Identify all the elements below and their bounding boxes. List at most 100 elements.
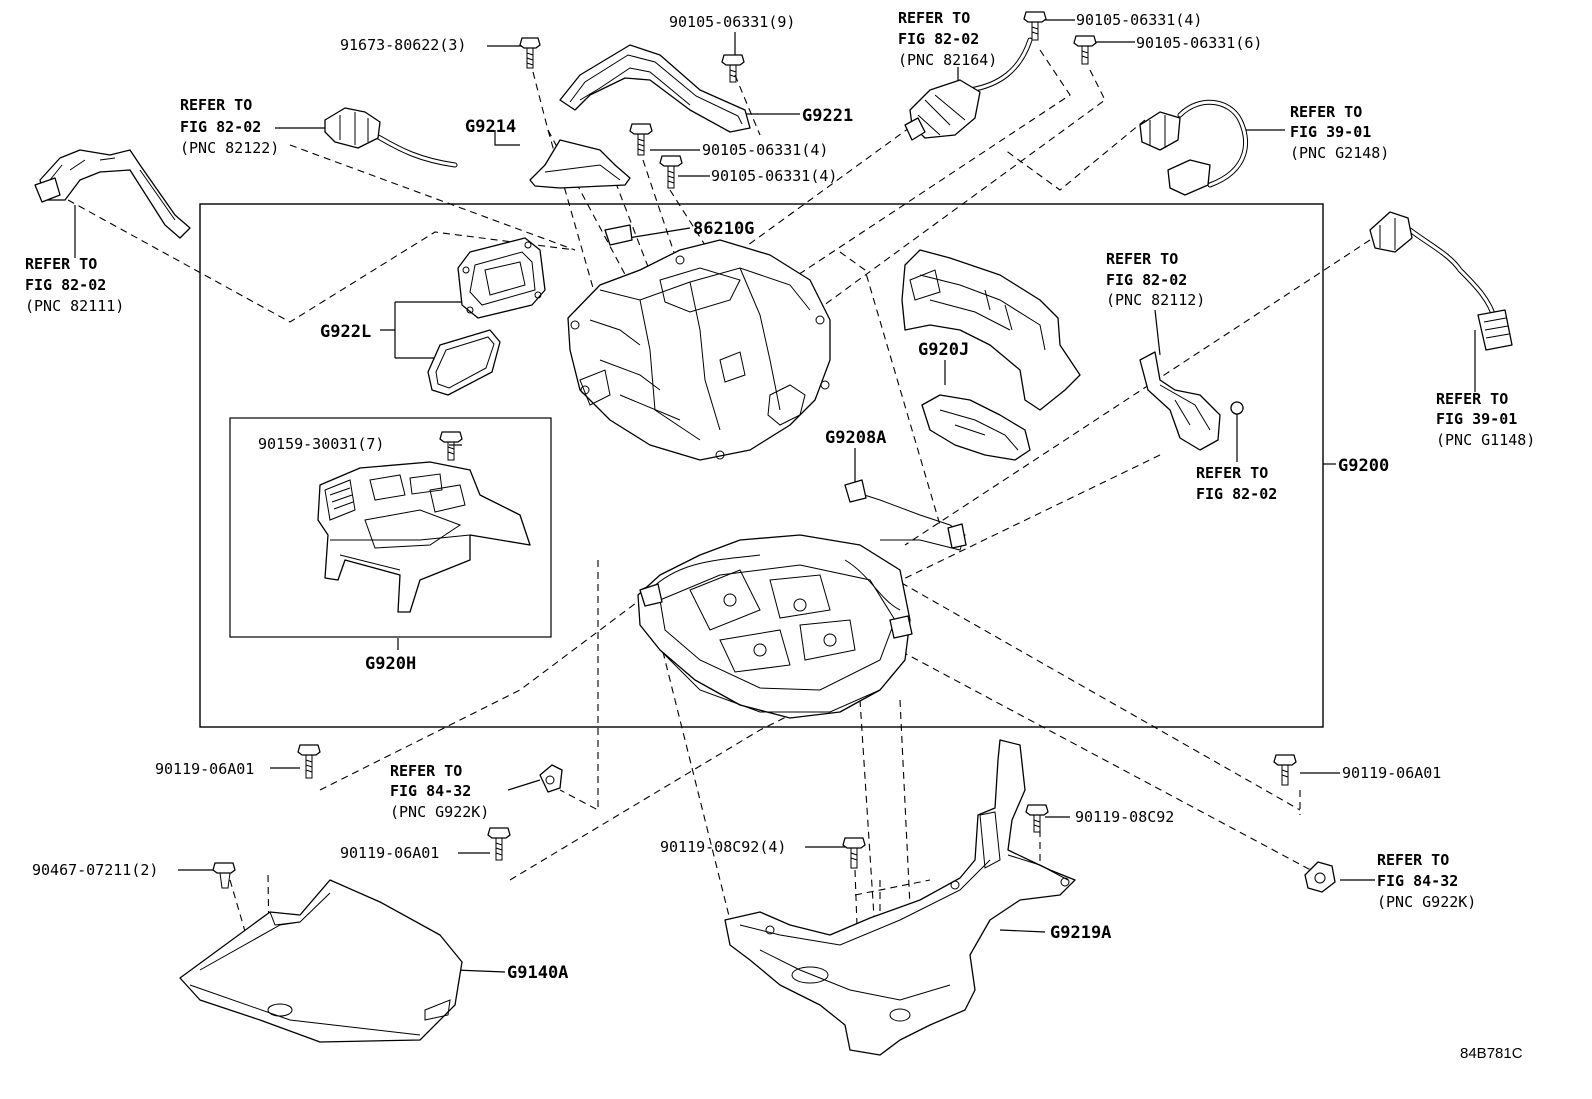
reference-g922k-right: REFER TO FIG 84-32 (PNC G922K) (1377, 851, 1476, 911)
bolt-icon (487, 827, 511, 861)
ref-line-2: FIG 39-01 (1290, 123, 1371, 141)
ref-line-3: (PNC G2148) (1290, 144, 1389, 162)
ref-line-2: FIG 82-02 (898, 30, 979, 48)
bolt-icon (1023, 11, 1047, 41)
ref-line-1: REFER TO (1196, 464, 1268, 482)
label-90105-06331-9: 90105-06331(9) (669, 13, 795, 31)
bolt-icon (439, 431, 463, 461)
harness-g9208a (844, 479, 967, 551)
ref-line-3: (PNC G1148) (1436, 431, 1535, 449)
inverter-assembly-frame (199, 203, 1324, 728)
assembly-dashed-lines (67, 49, 1371, 1011)
ref-line-2: FIG 84-32 (1377, 872, 1458, 890)
bracket-g9219a (724, 739, 1076, 1056)
ref-line-1: REFER TO (1377, 851, 1449, 869)
reference-g922k-mid: REFER TO FIG 84-32 (PNC G922K) (390, 762, 489, 821)
ref-line-1: REFER TO (25, 255, 97, 273)
clamp-g922k-right (1304, 861, 1336, 893)
reference-82164: REFER TO FIG 82-02 (PNC 82164) (898, 9, 997, 69)
bolt-icon (629, 123, 653, 156)
label-91673-80622: 91673-80622(3) (340, 36, 466, 54)
ref-line-2: FIG 39-01 (1436, 410, 1517, 428)
bracket-g9214 (529, 139, 631, 189)
ref-line-2: FIG 82-02 (1196, 485, 1277, 503)
label-86210g: 86210G (693, 219, 754, 239)
bolt-icon (1273, 754, 1297, 786)
connector-82112 (1139, 351, 1244, 451)
ref-line-2: FIG 84-32 (390, 782, 471, 800)
label-90467-07211: 90467-07211(2) (32, 861, 158, 879)
reference-82122: REFER TO FIG 82-02 (PNC 82122) (180, 96, 279, 157)
bracket-g920j-lower (921, 394, 1031, 461)
bolt-icon (212, 862, 236, 889)
ref-line-3: (PNC 82111) (25, 297, 124, 315)
label-g920j: G920J (918, 340, 969, 360)
reference-8202: REFER TO FIG 82-02 (1196, 464, 1277, 503)
reference-g2148: REFER TO FIG 39-01 (PNC G2148) (1290, 103, 1389, 162)
bolt-icon (659, 155, 683, 189)
bracket-g920j-upper (901, 249, 1081, 411)
connector-82122 (324, 107, 458, 168)
ref-line-1: REFER TO (1106, 250, 1178, 268)
ref-line-3: (PNC 82122) (180, 139, 279, 157)
ref-line-1: REFER TO (180, 96, 252, 114)
label-90105-06331-4-a: 90105-06331(4) (702, 141, 828, 159)
ref-line-1: REFER TO (1436, 390, 1508, 408)
label-90105-06331-4-top: 90105-06331(4) (1076, 11, 1202, 29)
inverter-upper-housing (567, 224, 831, 461)
label-90105-06331-4-b: 90105-06331(4) (711, 167, 837, 185)
reference-callouts: REFER TO FIG 82-02 (PNC 82164) REFER TO … (25, 9, 1535, 911)
connector-g2148 (1139, 99, 1248, 196)
subassembly-g920h-frame (229, 417, 552, 638)
ref-line-3: (PNC 82164) (898, 51, 997, 69)
label-90119-06a01-left: 90119-06A01 (155, 760, 254, 778)
connector-82164 (904, 37, 1033, 141)
diagram-id: 84B781C (1460, 1045, 1523, 1062)
label-90105-06331-6: 90105-06331(6) (1136, 34, 1262, 52)
bolt-icon (519, 37, 541, 69)
under-cover-g9140a (179, 879, 463, 1043)
callout-labels: 91673-80622(3) 90105-06331(9) 90105-0633… (32, 11, 1523, 1062)
ref-line-2: FIG 82-02 (180, 118, 261, 136)
label-g9219a: G9219A (1050, 923, 1111, 943)
inverter-lower-assembly (637, 534, 913, 719)
gasket-g922l (427, 329, 501, 396)
clamp-g922k-mid (539, 764, 563, 793)
label-90119-06a01-mid: 90119-06A01 (340, 844, 439, 862)
ref-line-1: REFER TO (1290, 103, 1362, 121)
bolt-icon (842, 837, 866, 869)
bolt-icon (1025, 804, 1049, 833)
label-g9140a: G9140A (507, 963, 568, 983)
ref-line-1: REFER TO (898, 9, 970, 27)
connector-82111 (34, 149, 191, 239)
label-90159-30031: 90159-30031(7) (258, 435, 384, 453)
ref-line-2: FIG 82-02 (1106, 271, 1187, 289)
label-g9200: G9200 (1338, 456, 1389, 476)
leader-lines (74, 19, 1476, 973)
ref-line-3: (PNC 82112) (1106, 291, 1205, 309)
reference-82111: REFER TO FIG 82-02 (PNC 82111) (25, 255, 124, 315)
label-g920h: G920H (365, 654, 416, 674)
ref-line-3: (PNC G922K) (1377, 893, 1476, 911)
connector-g1148 (1369, 211, 1513, 351)
control-board-g920h (317, 461, 531, 613)
label-90119-08c92-4: 90119-08C92(4) (660, 838, 786, 856)
bolt-icon (297, 744, 321, 779)
label-90119-06a01-right: 90119-06A01 (1342, 764, 1441, 782)
cover-plate-g922l (457, 237, 546, 319)
label-g922l: G922L (320, 322, 371, 342)
ref-line-3: (PNC G922K) (390, 803, 489, 821)
bolt-icon (1073, 35, 1097, 65)
ref-line-2: FIG 82-02 (25, 276, 106, 294)
label-90119-08c92: 90119-08C92 (1075, 808, 1174, 826)
bolt-icon (721, 54, 745, 83)
label-g9214: G9214 (465, 117, 516, 137)
label-g9208a: G9208A (825, 428, 886, 448)
ref-line-1: REFER TO (390, 762, 462, 780)
label-g9221: G9221 (802, 106, 853, 126)
reference-82112: REFER TO FIG 82-02 (PNC 82112) (1106, 250, 1205, 309)
cover-gasket-g9221 (559, 44, 751, 133)
reference-g1148: REFER TO FIG 39-01 (PNC G1148) (1436, 390, 1535, 449)
